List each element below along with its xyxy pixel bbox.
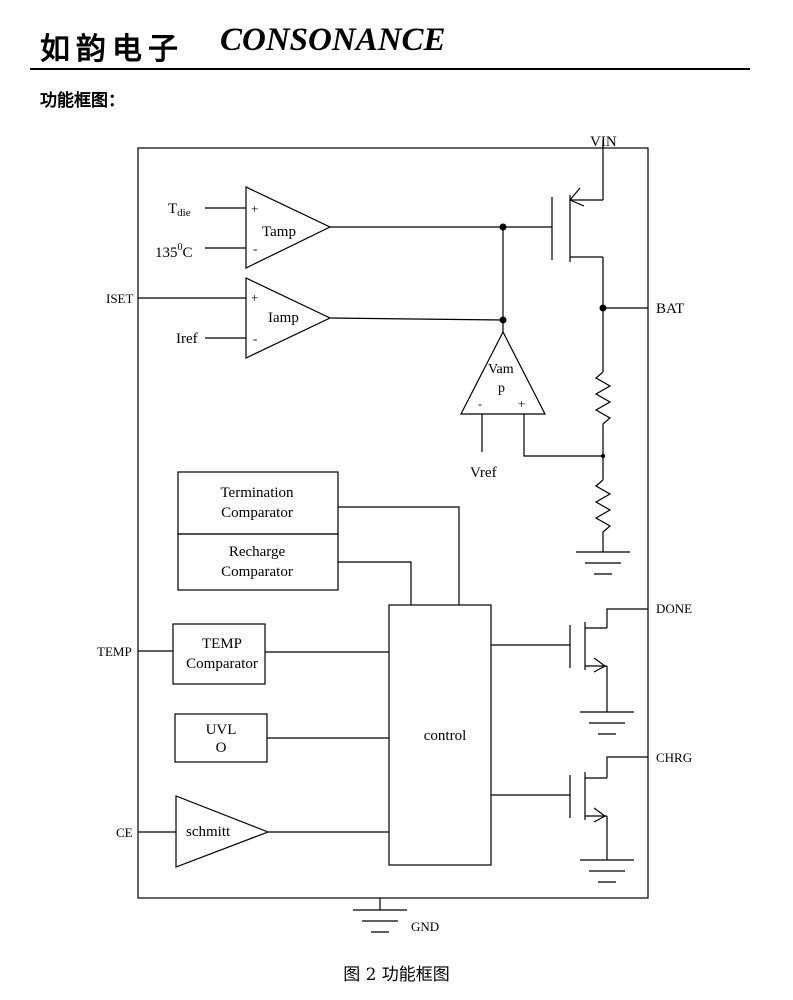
ground-symbol-chrg: [580, 859, 634, 883]
vref-label: Vref: [470, 465, 497, 481]
iref-label: Iref: [176, 331, 198, 347]
termination-label-1: Termination: [220, 485, 294, 501]
tamp-minus: -: [253, 241, 257, 256]
pin-done-label: DONE: [656, 601, 692, 616]
pin-iset-label: ISET: [106, 291, 134, 306]
uvlo-label-1: UVL: [206, 722, 237, 738]
temp-comparator-label-1: TEMP: [202, 636, 242, 652]
vamp-plus: +: [518, 396, 525, 411]
recharge-label-2: Comparator: [221, 564, 293, 580]
tdie-label: Tdie: [168, 201, 191, 219]
control-label: control: [424, 728, 467, 744]
pmos-pass-transistor: [551, 180, 604, 308]
temp-threshold-label: 1350C: [155, 242, 193, 261]
iamp-amplifier: [245, 277, 332, 359]
recharge-comparator-block: [177, 533, 339, 591]
tamp-label: Tamp: [262, 224, 296, 240]
vamp-amplifier: [460, 330, 546, 415]
ground-symbol-divider: [576, 551, 630, 575]
resistor-lower: [594, 479, 612, 533]
pin-vin-label: VIN: [590, 134, 617, 150]
header-rule: [30, 68, 750, 70]
termination-comparator-block: [177, 471, 339, 535]
termination-label-2: Comparator: [221, 505, 293, 521]
section-title: 功能框图：: [40, 91, 125, 111]
company-name-en: CONSONANCE: [220, 22, 446, 58]
pin-bat-label: BAT: [656, 301, 684, 317]
figure-caption: 图 2 功能框图: [343, 965, 450, 985]
iamp-minus: -: [253, 331, 257, 346]
uvlo-label-2: O: [216, 740, 227, 756]
control-block: [388, 604, 492, 866]
divider-node: [601, 454, 605, 458]
ground-symbol-done: [580, 711, 634, 735]
pin-ce-label: CE: [116, 825, 133, 840]
ground-symbol-gnd: [353, 909, 407, 933]
pin-chrg-label: CHRG: [656, 750, 692, 765]
chrg-nmos-transistor: [491, 756, 648, 860]
done-nmos-transistor: [491, 608, 648, 712]
iamp-label: Iamp: [268, 310, 299, 326]
pin-gnd-label: GND: [411, 919, 439, 934]
tamp-amplifier: [245, 186, 332, 269]
ic-boundary: [137, 147, 649, 899]
iamp-plus: +: [251, 290, 258, 305]
resistor-upper: [594, 371, 612, 425]
pin-temp-label: TEMP: [97, 644, 132, 659]
tamp-plus: +: [251, 201, 258, 216]
schmitt-label: schmitt: [186, 824, 231, 840]
vamp-label-line1: Vam: [488, 362, 514, 377]
vamp-label-line2: p: [498, 381, 505, 396]
company-name-cn: 如韵电子: [40, 32, 184, 67]
recharge-label-1: Recharge: [229, 544, 286, 560]
temp-comparator-label-2: Comparator: [186, 656, 258, 672]
temp-comparator-block: [172, 623, 266, 685]
vamp-minus: -: [478, 397, 482, 411]
